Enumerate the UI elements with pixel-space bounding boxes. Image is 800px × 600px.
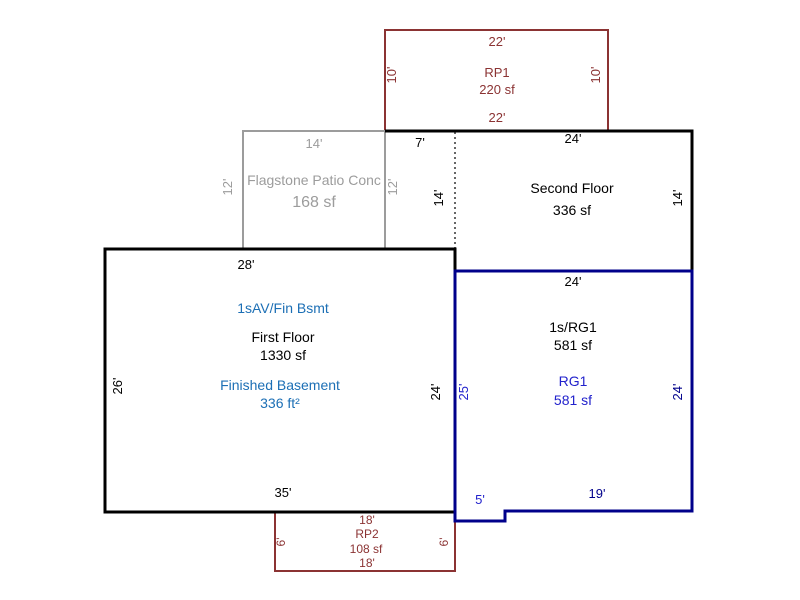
first-floor-labels: 28' 1sAV/Fin Bsmt First Floor 1330 sf Fi…: [110, 257, 443, 500]
garage-right-dim: 24': [670, 384, 685, 401]
patio-labels: 14' Flagstone Patio Conc 168 sf 12' 12': [220, 136, 400, 211]
garage-label: 1s/RG1: [549, 319, 597, 335]
second-floor-label: Second Floor: [530, 180, 614, 196]
rp2-top-dim: 18': [359, 513, 375, 527]
first-floor-bottom-dim: 35': [275, 485, 292, 500]
garage-sub-area: 581 sf: [554, 392, 592, 408]
second-floor-right-dim: 14': [670, 190, 685, 207]
rp1-area: 220 sf: [479, 82, 515, 97]
garage-outline: [453, 269, 694, 523]
second-floor-outline: [385, 129, 694, 271]
rp1-right-dim: 10': [588, 67, 603, 84]
garage-shape: [453, 269, 694, 523]
rp1-labels: 22' RP1 220 sf 10' 10' 22': [384, 34, 603, 125]
rp2-left-dim: 6': [274, 538, 288, 547]
first-floor-area: 1330 sf: [260, 347, 306, 363]
first-floor-left-dim: 26': [110, 378, 125, 395]
garage-bottom-dim: 19': [589, 486, 606, 501]
patio-left-dim: 12': [220, 179, 235, 196]
rp2-labels: 18' RP2 108 sf 18' 6' 6': [274, 513, 451, 570]
finished-basement-area: 336 ft²: [260, 395, 300, 411]
second-floor-top-dim: 24': [565, 131, 582, 146]
rp1-top-dim: 22': [489, 34, 506, 49]
second-floor-shape: [385, 129, 694, 271]
patio-top-dim: 14': [306, 136, 323, 151]
second-floor-interior-dim: 14': [431, 190, 446, 207]
patio-area: 168 sf: [292, 194, 336, 211]
patio-right-dim: 12': [385, 179, 400, 196]
second-floor-area: 336 sf: [553, 202, 591, 218]
finished-basement-label: Finished Basement: [220, 377, 340, 393]
garage-sub-label: RG1: [559, 373, 588, 389]
patio-label: Flagstone Patio Conc: [247, 172, 381, 188]
first-floor-right-dim: 24': [428, 384, 443, 401]
rp1-bottom-dim: 22': [489, 110, 506, 125]
garage-area: 581 sf: [554, 337, 592, 353]
first-floor-top-dim: 28': [238, 257, 255, 272]
rp1-left-dim: 10': [384, 67, 399, 84]
second-floor-labels: 7' 24' Second Floor 336 sf 14' 14': [415, 131, 685, 218]
rp2-area: 108 sf: [350, 542, 383, 556]
garage-top-dim: 24': [565, 274, 582, 289]
first-floor-style-label: 1sAV/Fin Bsmt: [237, 300, 329, 316]
first-floor-label: First Floor: [252, 329, 315, 345]
garage-left-dim: 25': [456, 384, 471, 401]
rp2-label: RP2: [355, 527, 379, 541]
garage-bottom-offset-dim: 5': [475, 492, 485, 507]
rp1-label: RP1: [484, 65, 509, 80]
rp2-bottom-dim: 18': [359, 556, 375, 570]
garage-labels: 24' 1s/RG1 581 sf RG1 581 sf 25' 24' 5' …: [456, 274, 685, 507]
second-floor-offset-dim: 7': [415, 135, 425, 150]
rp2-right-dim: 6': [437, 538, 451, 547]
